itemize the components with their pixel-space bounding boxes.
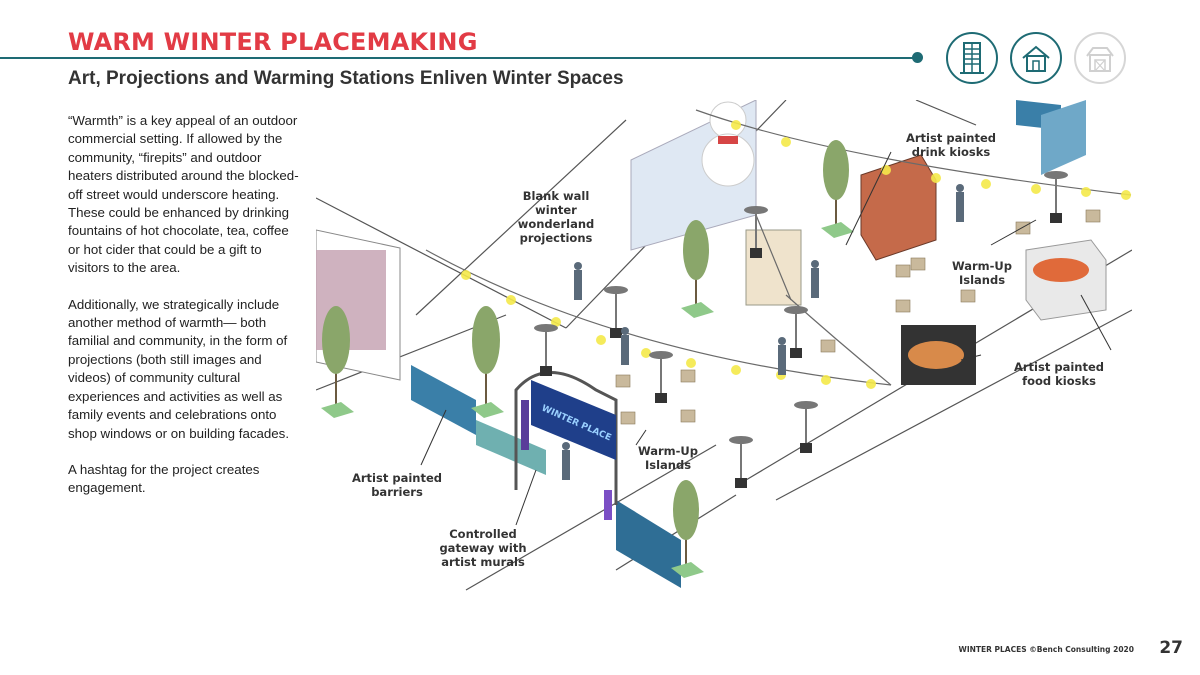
callout-warmup-islands-top: Warm-Up Islands — [951, 259, 1013, 287]
barrier-1 — [411, 365, 476, 435]
callout-drink-kiosks: Artist painted drink kiosks — [905, 131, 996, 159]
category-icons — [946, 32, 1126, 84]
paragraph-hashtag: A hashtag for the project creates engage… — [68, 461, 260, 496]
food-bowl — [1033, 258, 1089, 282]
page-subtitle: Art, Projections and Warming Stations En… — [68, 68, 624, 89]
barrier-5 — [1041, 100, 1086, 175]
drink-kiosk — [860, 154, 937, 261]
crates — [615, 209, 1101, 425]
center-kiosk — [745, 229, 802, 306]
taco-mural — [908, 341, 964, 369]
snowman-body — [701, 133, 755, 187]
callout-warmup-islands-bottom: Warm-Up Islands — [637, 444, 699, 472]
paragraph-warmth: “Warmth” is a key appeal of an outdoor c… — [68, 113, 299, 276]
building-icon — [946, 32, 998, 84]
page-number: 27 — [1159, 638, 1183, 658]
paragraph-projections: Additionally, we strategically include a… — [68, 296, 290, 441]
header-rule-dot — [912, 52, 923, 63]
header-rule — [0, 57, 918, 59]
snowman-scarf — [718, 136, 738, 144]
street-illustration: WINTER PLACE — [316, 100, 1132, 591]
page-title: WARM WINTER PLACEMAKING — [68, 28, 478, 56]
callout-food-kiosks: Artist painted food kiosks — [1013, 360, 1104, 388]
gateway-sign — [531, 380, 616, 460]
people — [562, 184, 964, 480]
callout-gateway: Controlled gateway with artist murals — [439, 527, 527, 569]
callout-leaders — [420, 151, 1112, 526]
barrier-2 — [476, 420, 546, 475]
barn-icon — [1074, 32, 1126, 84]
callout-blank-wall: Blank wall winter wonderland projections — [517, 189, 595, 245]
body-text: “Warmth” is a key appeal of an outdoor c… — [68, 112, 300, 516]
house-icon — [1010, 32, 1062, 84]
barrier-3 — [616, 500, 681, 588]
trees — [321, 140, 854, 578]
heaters — [534, 171, 1068, 488]
footer-credit: WINTER PLACES ©Bench Consulting 2020 — [958, 645, 1134, 654]
callout-barriers: Artist painted barriers — [351, 471, 442, 499]
